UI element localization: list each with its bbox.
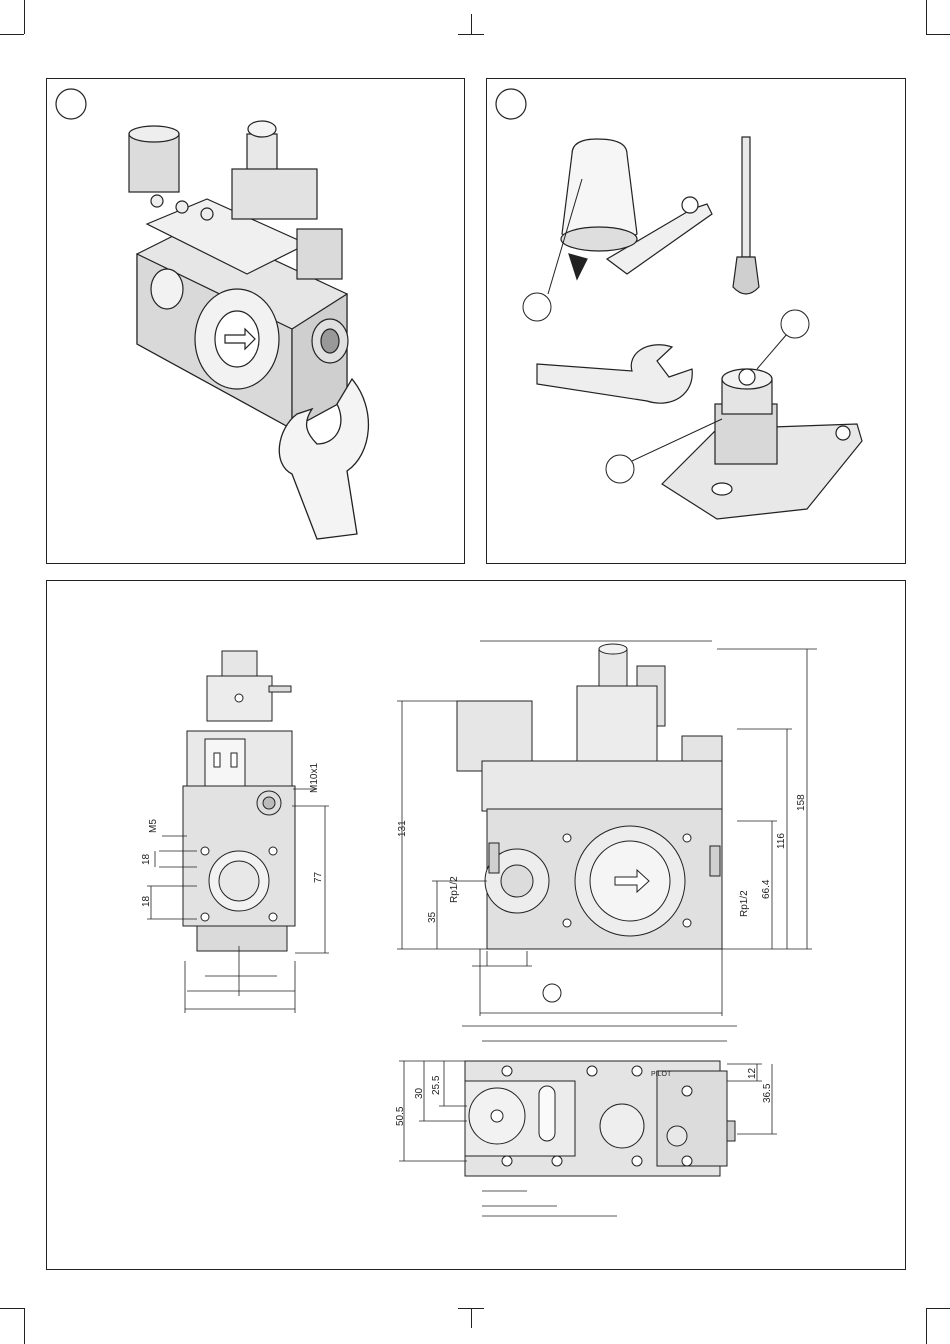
callout-circle-a: [523, 293, 551, 321]
pilot-label: PILOT: [651, 1071, 672, 1078]
dim-thread: M10x1: [309, 763, 320, 793]
crop-mark-tc-h: [458, 34, 484, 35]
gas-valve-drawing: [129, 121, 348, 429]
front-view-callout: [543, 984, 561, 1002]
installation-panel: [46, 78, 465, 564]
side-view-drawing: [183, 651, 295, 951]
callout-leader-b: [757, 334, 787, 369]
dim-116: 116: [776, 833, 787, 849]
dim-66-4: 66.4: [761, 879, 772, 899]
callout-circle-b: [781, 310, 809, 338]
top-view-drawing: [465, 1061, 735, 1176]
parts-illustration: [487, 79, 907, 565]
crop-mark-tr-h: [926, 34, 950, 35]
dim-36-5: 36.5: [762, 1083, 773, 1103]
screwdriver-drawing: [733, 137, 759, 294]
crop-mark-tr-v: [926, 0, 927, 34]
dim-35: 35: [427, 911, 438, 923]
crop-mark-tl-v: [24, 0, 25, 34]
crop-mark-br-h: [926, 1308, 950, 1309]
crop-mark-br-v: [926, 1308, 927, 1344]
dimension-drawings-panel: M10x1 M5 18 18 77: [46, 580, 906, 1270]
dim-77: 77: [313, 871, 324, 883]
figure-callout-2: [496, 89, 526, 119]
front-view-drawing: [457, 644, 722, 949]
dim-18a: 18: [141, 853, 152, 865]
dim-12: 12: [747, 1067, 758, 1079]
dim-25-5: 25.5: [431, 1075, 442, 1095]
dim-rp-inlet: Rp1/2: [449, 876, 460, 903]
dim-158: 158: [796, 794, 807, 811]
dim-131: 131: [397, 820, 408, 837]
open-wrench-drawing: [537, 345, 692, 403]
regulator-fitting-drawing: [662, 369, 862, 519]
crop-mark-bl-v: [24, 1308, 25, 1344]
parts-panel: [486, 78, 906, 564]
crop-mark-tc-v: [471, 14, 472, 34]
protective-cap-drawing: [561, 139, 712, 279]
dim-rp-outlet: Rp1/2: [739, 890, 750, 917]
dim-18b: 18: [141, 895, 152, 907]
dim-30: 30: [414, 1087, 425, 1099]
crop-mark-bl-h: [0, 1308, 24, 1309]
valve-wrench-illustration: [47, 79, 466, 565]
crop-mark-bc-v: [471, 1308, 472, 1328]
dimension-drawings: M10x1 M5 18 18 77: [47, 581, 907, 1271]
figure-callout-1: [56, 89, 86, 119]
dim-m5: M5: [148, 819, 159, 833]
callout-circle-c: [606, 455, 634, 483]
crop-mark-tl-h: [0, 34, 24, 35]
dim-50-5: 50.5: [395, 1106, 406, 1126]
